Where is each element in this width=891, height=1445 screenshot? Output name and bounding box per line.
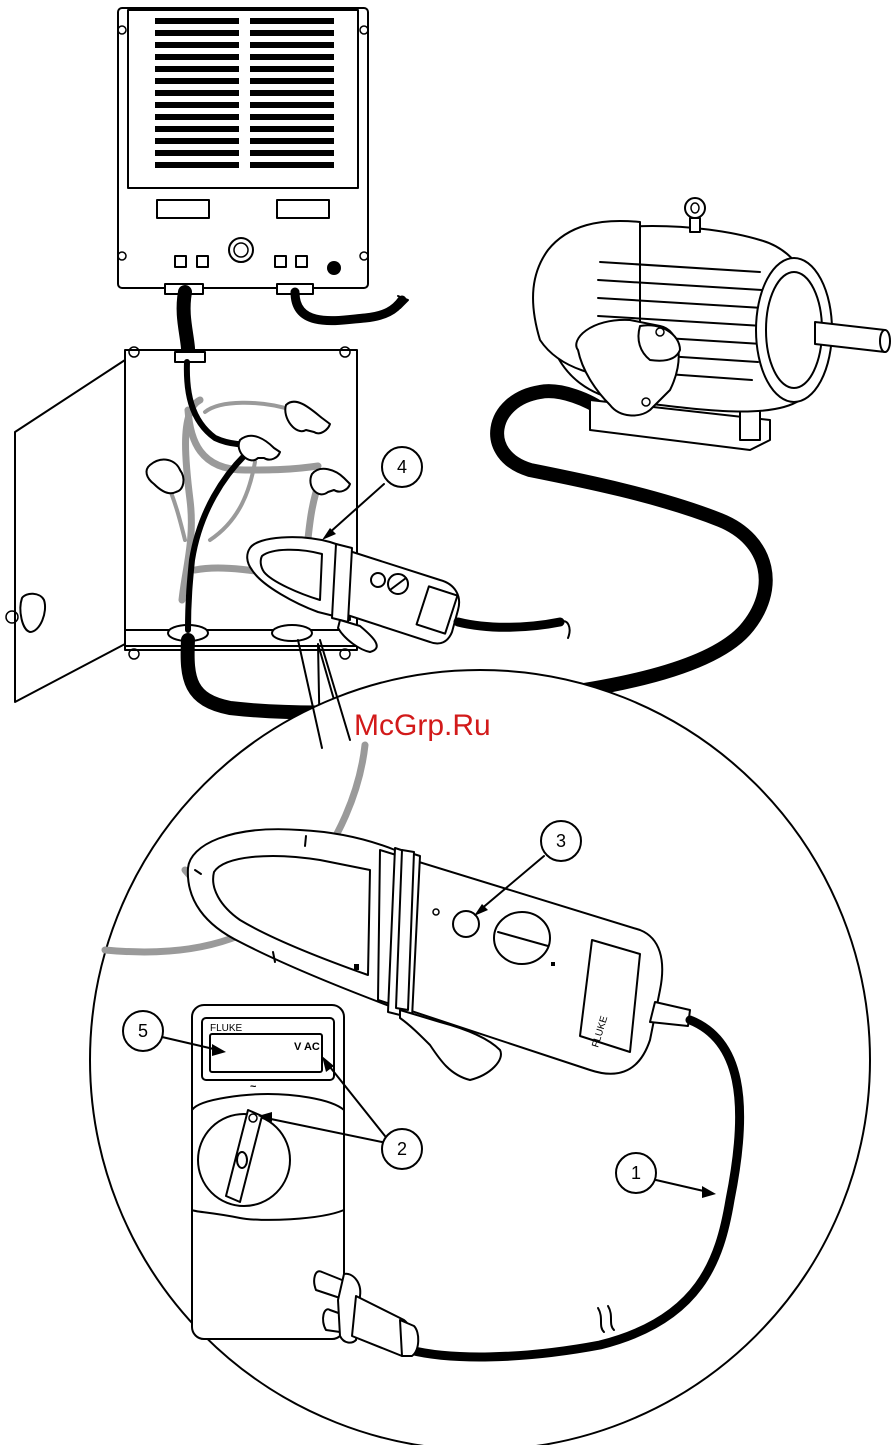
callout-1-label: 1 [631, 1163, 641, 1183]
meter-display-label: V AC [294, 1041, 320, 1053]
controller-cabinet [118, 8, 368, 294]
meter-brand-label: FLUKE [210, 1023, 243, 1034]
electric-motor [533, 198, 890, 450]
meter-ac-symbol: ~ [250, 1081, 257, 1093]
supply-cable [295, 292, 402, 321]
callout-2-label: 2 [397, 1139, 407, 1159]
watermark-text: McGrp.Ru [354, 709, 491, 742]
callout-5-label: 5 [138, 1021, 148, 1041]
callout-3-label: 3 [556, 831, 566, 851]
callout-4-label: 4 [397, 457, 407, 477]
